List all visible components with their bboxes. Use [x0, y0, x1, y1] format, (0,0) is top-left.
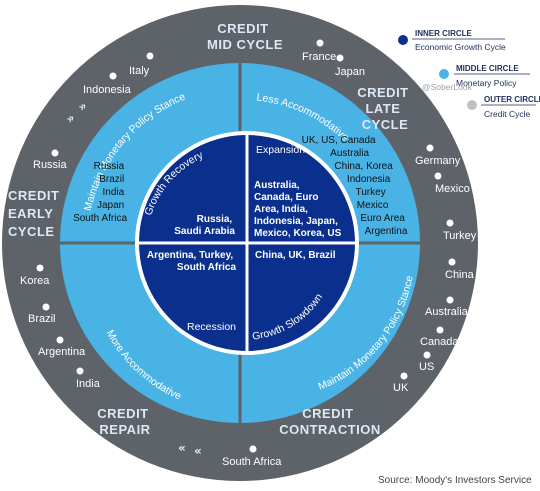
label-uk: UK — [393, 382, 409, 394]
dot-uk — [400, 372, 408, 380]
dot-japan — [336, 54, 344, 62]
legend-inner-desc: Economic Growth Cycle — [415, 42, 506, 52]
label-indonesia: Indonesia — [83, 84, 132, 96]
dot-turkey — [446, 219, 454, 227]
legend-inner-swatch — [398, 35, 408, 45]
dot-south-africa — [249, 445, 257, 453]
recession-country-list: Argentina, Turkey, South Africa — [147, 250, 237, 273]
label-brazil: Brazil — [28, 313, 56, 325]
dot-france — [316, 39, 324, 47]
legend-outer-title: OUTER CIRCLE — [484, 95, 540, 104]
label-france: France — [302, 51, 336, 63]
slowdown-country-list: China, UK, Brazil — [255, 250, 336, 261]
recession-label: Recession — [187, 321, 236, 333]
expansion-label: Expansion — [256, 144, 305, 156]
legend-outer-desc: Credit Cycle — [484, 109, 531, 119]
svg-text:«: « — [178, 441, 186, 455]
dot-india — [76, 367, 84, 375]
label-russia: Russia — [33, 159, 68, 171]
label-argentina: Argentina — [38, 346, 86, 358]
dot-brazil — [42, 303, 50, 311]
label-south-africa: South Africa — [222, 456, 282, 468]
chevrons-bottom: « « — [178, 441, 202, 458]
label-germany: Germany — [415, 155, 461, 167]
label-australia: Australia — [425, 306, 469, 318]
label-turkey: Turkey — [443, 230, 477, 242]
label-india: India — [76, 378, 101, 390]
label-us: US — [419, 361, 434, 373]
credit-late-cycle-label: CREDIT LATE CYCLE — [357, 85, 413, 132]
label-mexico: Mexico — [435, 183, 470, 195]
watermark: @SoberLook — [422, 82, 472, 92]
dot-korea — [36, 264, 44, 272]
credit-early-cycle-label: CREDIT EARLY CYCLE — [8, 188, 64, 239]
label-canada: Canada — [420, 336, 459, 348]
dot-russia — [51, 149, 59, 157]
label-china: China — [445, 269, 475, 281]
legend: INNER CIRCLE Economic Growth Cycle MIDDL… — [398, 29, 540, 119]
label-japan: Japan — [335, 66, 365, 78]
legend-outer-swatch — [467, 100, 477, 110]
dot-indonesia — [109, 72, 117, 80]
dot-germany — [426, 144, 434, 152]
recovery-country-list: Russia, Saudi Arabia — [174, 214, 235, 237]
legend-inner-title: INNER CIRCLE — [415, 29, 473, 38]
legend-middle-swatch — [439, 69, 449, 79]
outer-country-dots — [36, 39, 456, 453]
label-korea: Korea — [20, 275, 50, 287]
credit-repair-label: CREDIT REPAIR — [97, 406, 153, 437]
dot-australia — [446, 296, 454, 304]
middle-left-country-list: Russia Brazil India Japan South Africa — [73, 161, 127, 224]
legend-middle-desc: Monetary Policy — [456, 78, 517, 88]
dot-italy — [146, 52, 154, 60]
outer-country-labels: France Japan Italy Indonesia Russia Kore… — [20, 51, 477, 468]
dot-argentina — [56, 336, 64, 344]
credit-contraction-label: CREDIT CONTRACTION — [279, 406, 381, 437]
legend-middle-title: MIDDLE CIRCLE — [456, 64, 519, 73]
dot-china — [448, 258, 456, 266]
label-italy: Italy — [129, 65, 150, 77]
dot-us — [423, 351, 431, 359]
expansion-country-list: Australia, Canada, Euro Area, India, Ind… — [254, 180, 342, 239]
source-note: Source: Moody's Investors Service — [378, 475, 532, 486]
svg-text:«: « — [194, 444, 202, 458]
middle-right-country-list: UK, US, Canada Australia China, Korea In… — [302, 135, 408, 237]
dot-canada — [436, 326, 444, 334]
credit-mid-cycle-label: CREDIT MID CYCLE — [207, 21, 283, 52]
dot-mexico — [434, 172, 442, 180]
